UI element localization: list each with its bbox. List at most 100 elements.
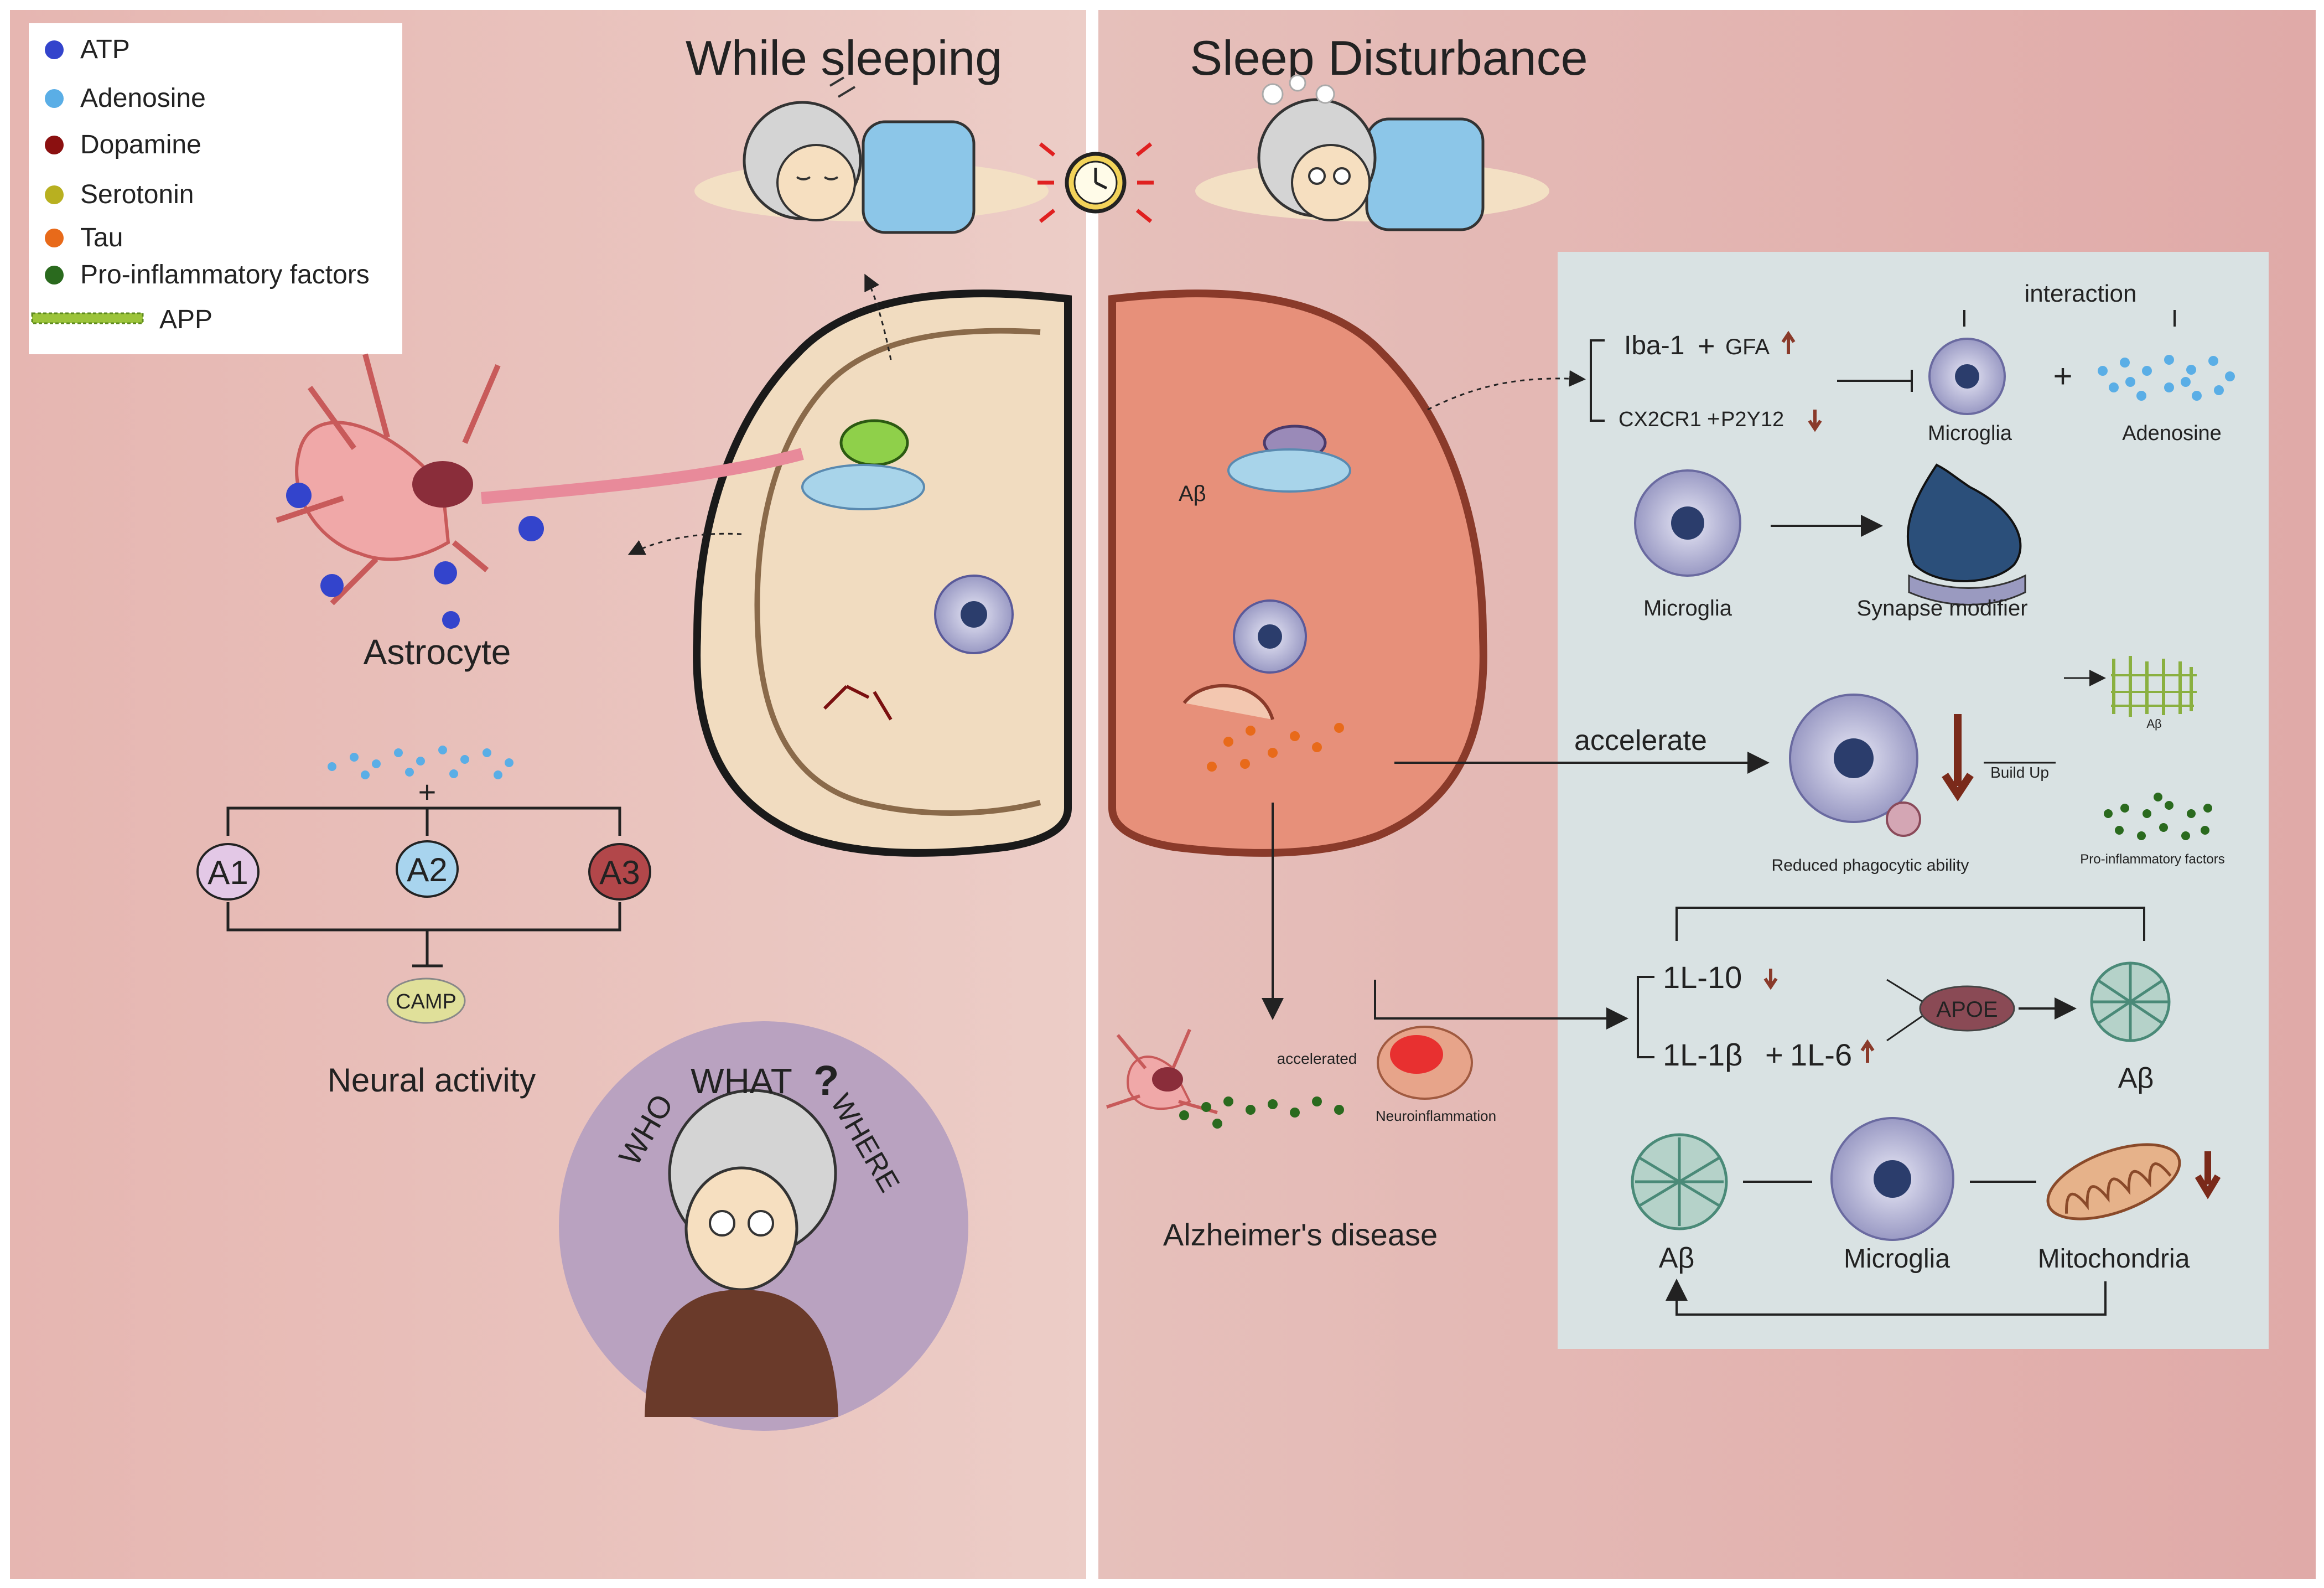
what-label: WHAT — [691, 1061, 792, 1101]
right-plus-sign: + — [2053, 358, 2072, 395]
cytokine-to-apoe-lines — [1886, 979, 1923, 1042]
receptor-a1-label: A1 — [208, 854, 248, 891]
panel-divider — [1086, 10, 1098, 1579]
brain-abeta-label: Aβ — [1179, 482, 1206, 506]
camp-label: CAMP — [396, 990, 456, 1013]
legend-dopamine-swatch — [45, 136, 64, 154]
abeta-small-illustration — [2111, 656, 2197, 717]
legend: ATP Adenosine Dopamine Serotonin Tau Pro… — [29, 23, 402, 354]
mitochondria-down-arrow — [2195, 1151, 2221, 1199]
synapse-modifier-illustration — [1906, 463, 2026, 606]
legend-tau-swatch — [45, 229, 64, 247]
legend-serotonin-label: Serotonin — [80, 180, 194, 209]
cytokine-feedback-bracket — [1675, 907, 2145, 941]
confused-woman-illustration: WHAT ? WHO WHERE — [559, 1021, 968, 1431]
cytokine-bracket — [1637, 976, 1654, 1058]
alarm-clock-icon — [1038, 142, 1154, 223]
pro-inflammatory-small-label: Pro-inflammatory factors — [2080, 852, 2224, 867]
abeta-apoe-label: Aβ — [2118, 1062, 2154, 1094]
receptor-bracket-top — [226, 806, 621, 836]
legend-tau-label: Tau — [80, 223, 123, 252]
right-panel-title: Sleep Disturbance — [1190, 30, 1588, 85]
legend-atp-label: ATP — [80, 35, 130, 64]
build-up-label: Build Up — [1990, 764, 2049, 781]
synapse-modifier-label: Synapse modifier — [1856, 596, 2027, 620]
microglia-bottom-label: Microglia — [1844, 1244, 1950, 1274]
reduced-phago-label: Reduced phagocytic ability — [1772, 856, 1969, 875]
p2y12-down-arrow — [1808, 410, 1822, 432]
legend-app-swatch — [31, 312, 144, 324]
legend-app-label: APP — [159, 305, 212, 334]
il10-label: 1L-10 — [1663, 960, 1742, 995]
il10-down-arrow — [1763, 969, 1778, 990]
iba-plus-sign: + — [1698, 329, 1715, 363]
adenosine-cluster-right — [2098, 355, 2235, 401]
apoe-label: APOE — [1936, 997, 1998, 1022]
alzheimers-label: Alzheimer's disease — [1163, 1217, 1438, 1252]
gfa-up-arrow — [1781, 330, 1796, 354]
receptor-a2-label: A2 — [407, 851, 447, 888]
left-panel-title: While sleeping — [686, 30, 1002, 85]
left-plus-sign: + — [418, 774, 437, 809]
abeta-small-label: Aβ — [2146, 717, 2161, 731]
il6-up-arrow — [1860, 1039, 1875, 1063]
awake-woman-illustration — [1195, 74, 1549, 231]
brain-to-markers-dashed-arrow — [1427, 370, 1586, 411]
abeta-apoe-illustration — [2090, 961, 2171, 1042]
microglia-reduced-cell — [1789, 694, 1921, 837]
neuroinflammation-label: Neuroinflammation — [1376, 1108, 1496, 1124]
legend-adenosine-label: Adenosine — [80, 84, 206, 113]
microglia-bottom-cell — [1830, 1117, 1954, 1241]
iba1-label: Iba-1 — [1624, 331, 1684, 360]
microglia-top-cell — [1928, 338, 2006, 415]
receptor-a1: A1 — [196, 843, 260, 901]
microglia-mid-cell — [1634, 469, 1741, 577]
receptor-a3: A3 — [588, 843, 651, 901]
legend-adenosine-swatch — [45, 89, 64, 108]
right-brain-hemisphere: Aβ — [1108, 289, 1487, 857]
pro-inflammatory-trail — [1179, 1096, 1344, 1129]
left-brain-hemisphere — [693, 289, 1072, 857]
camp-node: CAMP — [386, 977, 466, 1024]
brain-to-sleeping-dashed-arrow — [864, 273, 892, 360]
p2y-plus-sign: + — [1707, 407, 1720, 431]
sleeping-woman-illustration — [694, 76, 1049, 234]
mito-to-abeta-return-arrow — [1666, 1279, 2107, 1316]
adenosine-right-label: Adenosine — [2122, 422, 2222, 445]
phagocytic-down-arrow — [1942, 714, 1974, 801]
interaction-bracket — [1963, 310, 2176, 327]
il1b-label: 1L-1β — [1663, 1037, 1742, 1072]
cx2cr1-label: CX2CR1 — [1618, 408, 1702, 431]
legend-pro-inflammatory-label: Pro-inflammatory factors — [80, 260, 370, 289]
astrocyte-cell — [276, 353, 804, 629]
inhibit-line-top — [1837, 370, 1913, 392]
abeta-bottom-label: Aβ — [1659, 1242, 1695, 1274]
p2y12-label: P2Y12 — [1721, 408, 1784, 431]
legend-serotonin-swatch — [45, 185, 64, 204]
apoe-node: APOE — [1919, 985, 2015, 1032]
interaction-label: interaction — [2024, 280, 2136, 307]
receptor-a2: A2 — [396, 840, 459, 898]
accelerated-label: accelerated — [1277, 1050, 1357, 1067]
mitochondria-label: Mitochondria — [2038, 1244, 2190, 1274]
gfa-label: GFA — [1725, 335, 1770, 359]
microglia-top-label: Microglia — [1928, 422, 2012, 445]
pro-inflammatory-small-cluster — [2104, 793, 2212, 840]
markers-bracket — [1590, 339, 1605, 422]
mitochondria-illustration — [2046, 1143, 2181, 1220]
astrocyte-small-cell — [1106, 1028, 1218, 1114]
receptor-bracket-bottom — [226, 902, 621, 968]
brain-to-astrocyte-dashed-arrow — [627, 532, 742, 555]
il-plus-sign: + — [1765, 1037, 1783, 1072]
adenosine-cluster-left — [328, 746, 513, 779]
il6-label: 1L-6 — [1790, 1037, 1852, 1072]
what-question-mark: ? — [813, 1057, 839, 1104]
legend-atp-swatch — [45, 40, 64, 59]
legend-pro-inflammatory-swatch — [45, 266, 64, 285]
microglia-mid-label: Microglia — [1643, 596, 1732, 620]
inflamed-brain-icon — [1377, 1026, 1473, 1100]
accelerate-label: accelerate — [1574, 725, 1707, 757]
neural-activity-label: Neural activity — [328, 1062, 536, 1099]
